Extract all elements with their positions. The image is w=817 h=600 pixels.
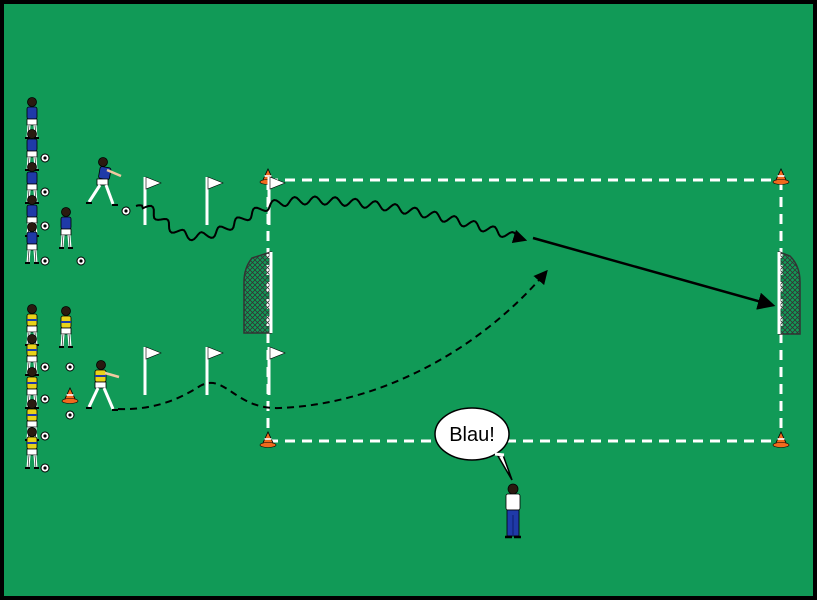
right-goal	[777, 250, 801, 335]
shot-arrow	[532, 236, 776, 310]
soccer-ball-icon	[40, 187, 50, 197]
left-goal	[243, 250, 273, 334]
soccer-ball-icon	[76, 256, 86, 266]
yellow-team	[23, 303, 120, 473]
soccer-ball-icon	[40, 431, 50, 441]
soccer-ball-icon	[65, 410, 75, 420]
coach-call-text: Blau!	[449, 424, 495, 446]
mini-goal-icon	[243, 250, 273, 334]
run-path-yellow	[117, 269, 548, 411]
soccer-ball-icon	[40, 362, 50, 372]
soccer-player-icon	[86, 360, 120, 411]
soccer-ball-icon	[40, 256, 50, 266]
soccer-ball-icon	[40, 221, 50, 231]
coach-speech-bubble: Blau!	[434, 407, 513, 481]
soccer-ball-icon	[121, 206, 131, 216]
blue-team	[23, 96, 131, 266]
coach-icon	[505, 483, 521, 539]
soccer-ball-icon	[65, 362, 75, 372]
mini-goal-icon	[777, 250, 801, 335]
soccer-player-icon	[86, 157, 122, 206]
soccer-ball-icon	[40, 394, 50, 404]
soccer-ball-icon	[40, 463, 50, 473]
dribble-path-blue	[135, 195, 528, 244]
soccer-ball-icon	[40, 153, 50, 163]
